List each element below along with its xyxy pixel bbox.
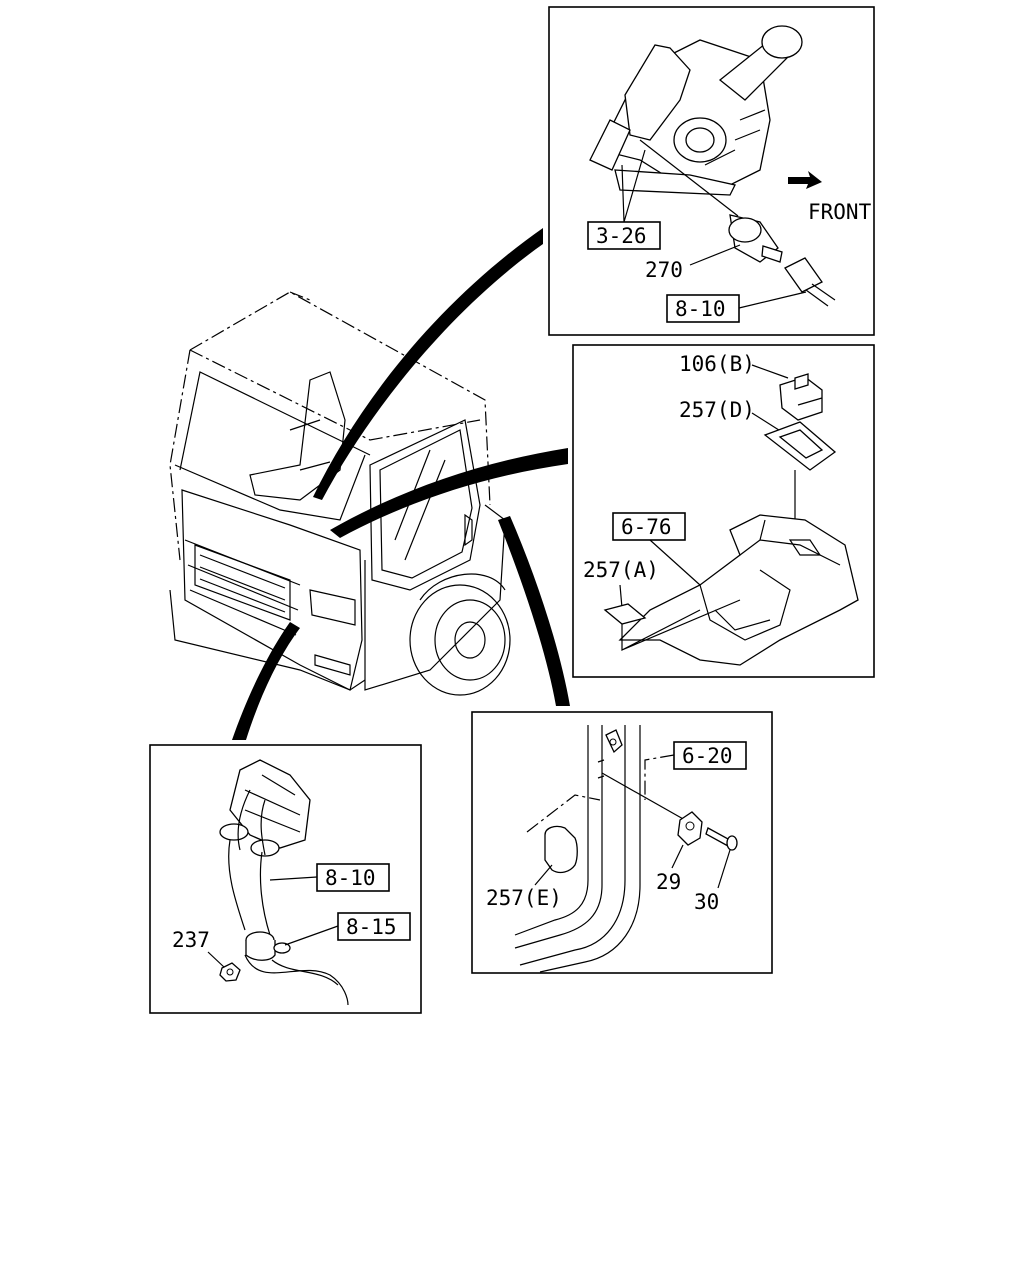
panel-center-console <box>572 344 875 678</box>
label-237: 237 <box>172 928 210 952</box>
callout-curve-harness <box>232 622 300 740</box>
label-257d: 257(D) <box>679 398 755 422</box>
label-270: 270 <box>645 258 683 282</box>
truck-cab-illustration <box>169 291 511 696</box>
ref-3-26: 3-26 <box>596 224 647 248</box>
part-270-sensor <box>728 214 783 263</box>
label-30: 30 <box>694 890 719 914</box>
ref-6-76: 6-76 <box>621 515 672 539</box>
label-29: 29 <box>656 870 681 894</box>
label-257a: 257(A) <box>583 558 659 582</box>
part-257d-trim <box>763 421 837 471</box>
panel-door <box>471 711 773 974</box>
panel-harness <box>149 744 422 1014</box>
steering-column-assembly <box>589 25 803 196</box>
clip-8-15 <box>245 931 291 961</box>
harness-cable <box>228 839 349 1006</box>
label-106b: 106(B) <box>679 352 755 376</box>
callout-curve-steering <box>313 228 543 500</box>
label-257e: 257(E) <box>486 886 562 910</box>
door-frame <box>514 725 641 973</box>
ref-8-10-top: 8-10 <box>675 297 726 321</box>
ref-8-15: 8-15 <box>346 915 397 939</box>
part-106b-switch <box>779 373 823 421</box>
front-arrow-icon <box>788 171 822 189</box>
part-257e-pad <box>544 825 578 874</box>
label-front: FRONT <box>808 200 872 224</box>
ref-6-20: 6-20 <box>682 744 733 768</box>
panel-steering-column <box>548 6 875 336</box>
callout-curve-door <box>498 516 570 706</box>
connector-8-10-top <box>784 257 836 307</box>
harness-connectors <box>219 759 311 857</box>
part-29-bracket <box>677 811 703 846</box>
part-30-bolt <box>705 827 738 851</box>
console-body <box>618 514 859 666</box>
part-237-nut <box>219 962 241 982</box>
ref-8-10-left: 8-10 <box>325 866 376 890</box>
callout-curve-console <box>330 448 568 538</box>
part-257a-pad <box>603 603 647 625</box>
